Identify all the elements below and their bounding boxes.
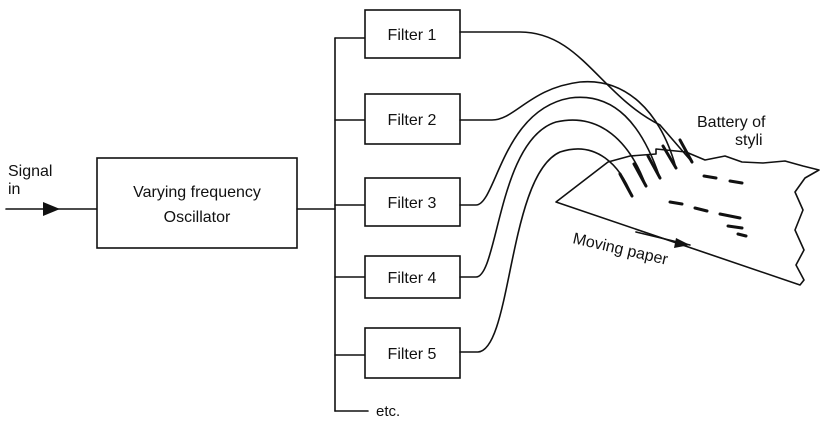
paper-mark-1 [702, 174, 718, 180]
oscillator-box [96, 157, 298, 249]
etc-label: etc. [376, 403, 400, 420]
filter1-box [364, 9, 461, 59]
styli-label-line1: Battery of [697, 114, 766, 131]
stylus-3 [646, 154, 662, 180]
stylus-4 [632, 162, 648, 188]
filter1-label: Filter 1 [388, 27, 437, 44]
filter3-output-wire [459, 96, 661, 206]
styli-label-line2: styli [735, 132, 763, 149]
filter4-output-wire [459, 119, 647, 278]
paper-direction-arrow-icon [674, 238, 690, 248]
filter1-output-wire [459, 31, 693, 163]
filter2-label: Filter 2 [388, 112, 437, 129]
input-arrow-icon [43, 202, 60, 216]
filter4-box [364, 255, 461, 299]
signal-label-line2: in [8, 181, 20, 198]
filter2-box [364, 93, 461, 145]
paper-mark-4 [693, 206, 709, 213]
paper-mark-7 [736, 232, 748, 238]
paper-mark-5 [718, 212, 742, 220]
filter4-label: Filter 4 [388, 270, 437, 287]
filter5-label: Filter 5 [388, 346, 437, 363]
paper-mark-6 [726, 224, 744, 230]
filter2-output-wire [459, 80, 677, 169]
paper-mark-2 [728, 179, 744, 185]
stylus-5 [618, 172, 634, 198]
oscillator-label-line1: Varying frequency [133, 184, 261, 201]
stylus-2 [661, 144, 678, 170]
filter5-output-wire [459, 148, 633, 353]
filter5-box [364, 327, 461, 379]
oscillator-label-line2: Oscillator [164, 209, 231, 226]
moving-paper-sheet [555, 148, 820, 286]
stylus-1 [678, 138, 694, 164]
filter3-box [364, 177, 461, 227]
filter3-label: Filter 3 [388, 195, 437, 212]
paper-mark-3 [668, 200, 684, 206]
signal-label-line1: Signal [8, 163, 52, 180]
